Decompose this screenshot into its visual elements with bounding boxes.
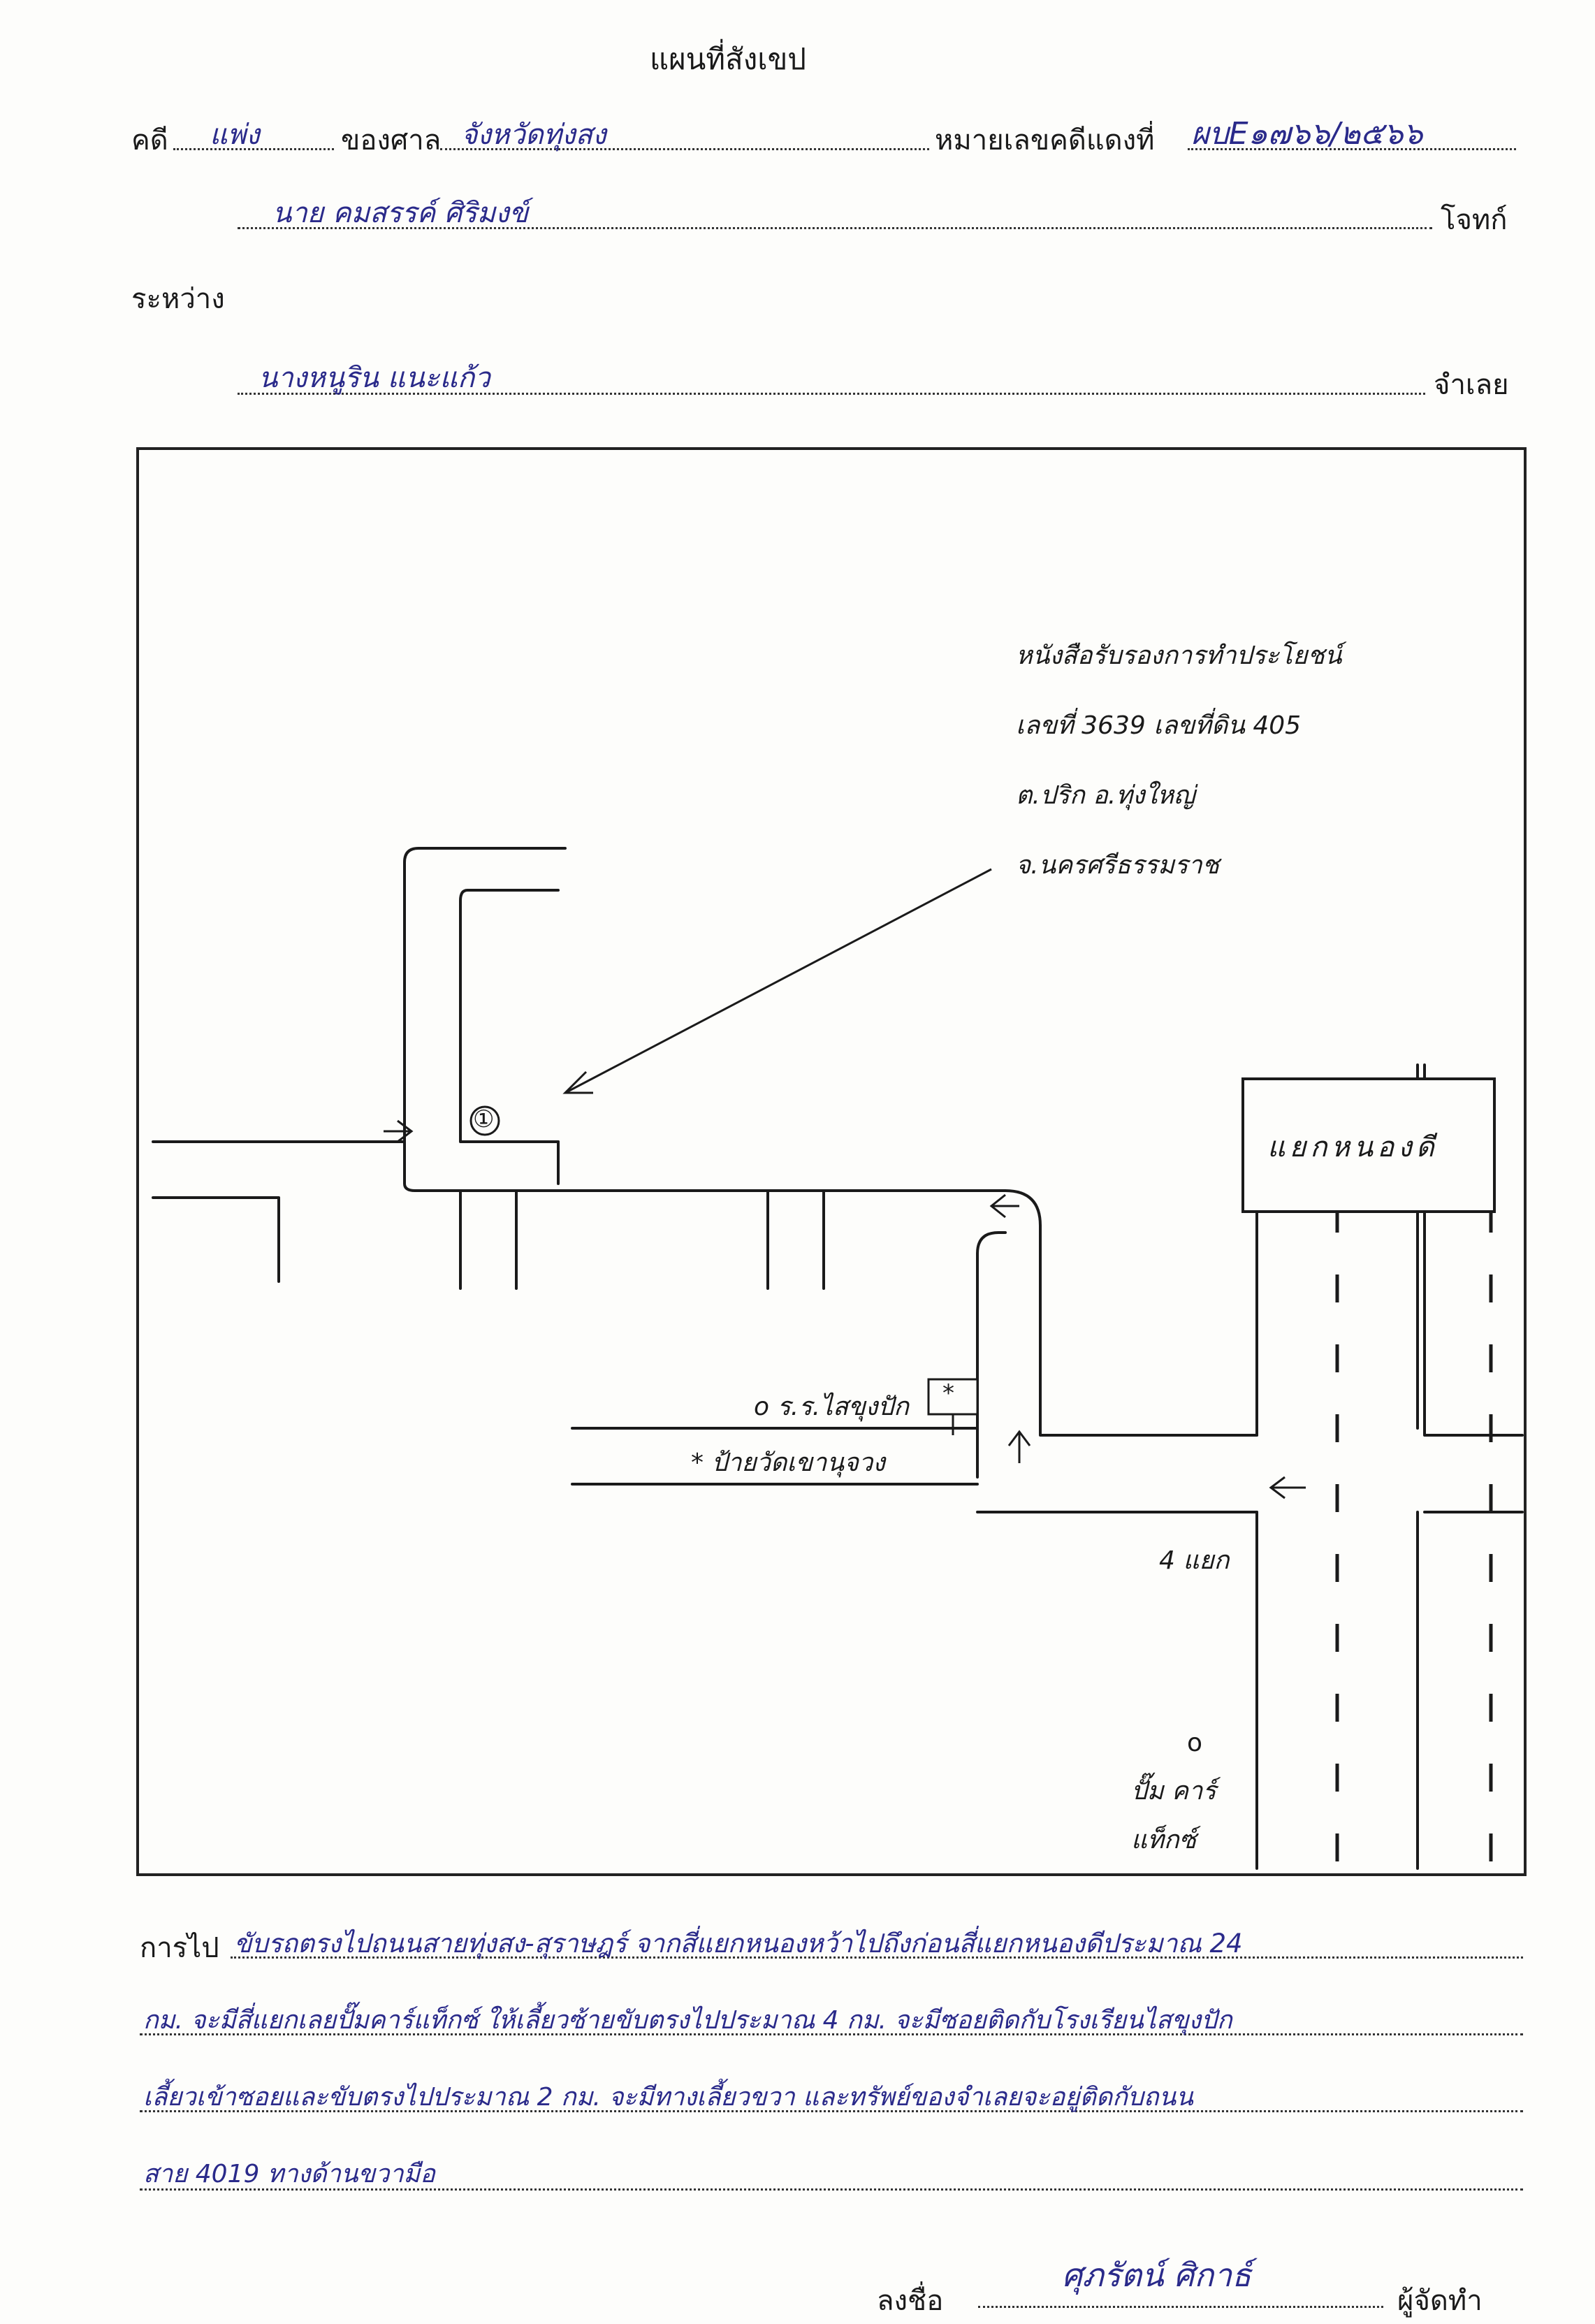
sketch-map: หนังสือรับรองการทำประโยชน์ เลขที่ 3639 เ… [136,447,1527,1876]
route-arrow-1 [384,1119,414,1143]
north-road-right [1039,1224,1258,1437]
signature-name: ศุภรัตน์ ศิกาธ์ [1062,2256,1252,2294]
upper-loop-road-outer [403,847,567,1171]
signature-dots [978,2306,1383,2308]
temple-sign-box [927,1378,979,1416]
plaintiff-dots [238,227,1432,229]
gas-station-marker: o [1187,1729,1203,1757]
plot-marker-label: ① [473,1105,495,1133]
court-name-dots [440,148,929,150]
junction-sign-box [1241,1077,1496,1213]
four-way-label: 4 แยก [1159,1546,1230,1575]
west-road-lower-edge [403,1168,1042,1227]
court-label: ของศาล [341,124,442,157]
upper-loop-road-inner [459,889,560,1143]
defendant-dots [238,393,1425,395]
defendant-label: จำเลย [1434,369,1509,401]
signature-role: ผู้จัดทำ [1397,2285,1483,2317]
temple-sign-star: * [942,1379,954,1407]
north-road-outer [976,1231,1007,1255]
plaintiff-name-value: นาย คมสรรค์ ศิริมงข์ [272,197,529,229]
deed-line-1: หนังสือรับรองการทำประโยชน์ [1016,641,1342,670]
case-type-dots [173,148,334,150]
deed-line-4: จ.นครศรีธรรมราช [1016,851,1220,880]
west-road-bottom [152,1196,280,1283]
directions-line-4: สาย 4019 ทางด้านขวามือ [143,2160,435,2188]
red-case-label: หมายเลขคดีแดงที่ [935,124,1155,157]
directions-line-4-dots [140,2188,1523,2191]
directions-line-3-dots [140,2110,1523,2112]
directions-line-1-dots [231,1956,1523,1959]
deed-pointer-arrowhead [562,1070,593,1094]
court-name-value: จังหวัดทุ่งสง [461,119,606,151]
signature-label: ลงชื่อ [877,2285,944,2317]
route-arrow-2 [989,1193,1019,1219]
directions-line-2: กม. จะมีสี่แยกเลยปั๊มคาร์แท็กซ์ ให้เลี้ย… [143,2006,1232,2035]
plaintiff-label: โจทก์ [1441,204,1508,236]
deed-pointer-arrow [565,868,992,1094]
gas-station-label-1: ปั๊ม คาร์ [1131,1777,1216,1806]
route-arrow-3 [1007,1430,1031,1463]
deed-line-3: ต.ปริก อ.ทุ่งใหญ่ [1016,781,1195,810]
temple-sign-label: * ป้ายวัดเขานุจวง [691,1448,885,1477]
case-type-value: แพ่ง [210,119,260,151]
gas-station-label-2: แท็กซ์ [1131,1826,1197,1854]
route-arrow-4 [1269,1476,1306,1499]
between-label: ระหว่าง [131,283,225,315]
directions-label: การไป [140,1932,219,1964]
directions-line-1: ขับรถตรงไปถนนสายทุ่งสง-สุราษฎร์ จากสี่แย… [234,1929,1243,1959]
page-title: แผนที่สังเขป [650,42,806,76]
plot-marker-circle [469,1105,500,1136]
red-case-dots [1188,148,1516,150]
junction-sign-label: แยกหนองดี [1267,1131,1439,1163]
defendant-name-value: นางหนูริน แนะแก้ว [258,362,490,394]
road-sketch [152,847,1524,1870]
school-label: o ร.ร.ไสขุงปัก [754,1393,909,1421]
directions-line-3: เลี้ยวเข้าซอยและขับตรงไปประมาณ 2 กม. จะม… [143,2083,1193,2112]
case-label: คดี [131,124,168,157]
deed-line-2: เลขที่ 3639 เลขที่ดิน 405 [1016,711,1302,740]
red-case-number-value: ผบE๑๗๖๖/๒๕๖๖ [1191,116,1423,152]
directions-line-2-dots [140,2033,1523,2035]
